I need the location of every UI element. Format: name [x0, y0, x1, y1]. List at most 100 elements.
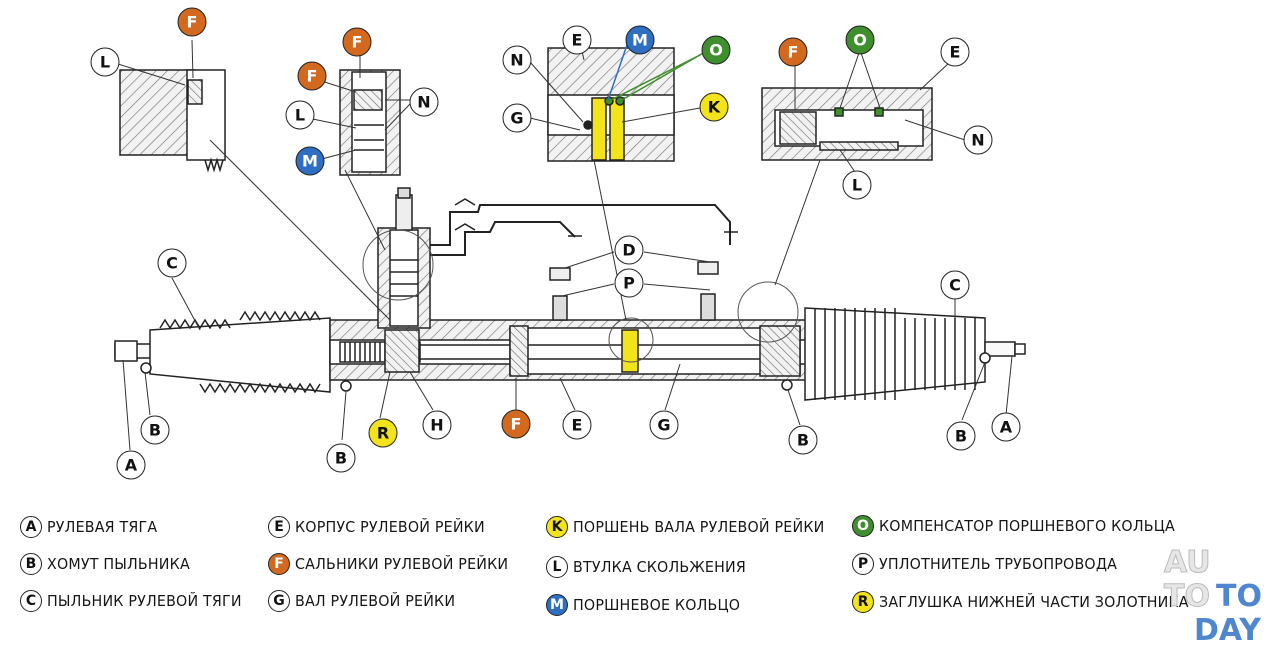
legend-text-k: ПОРШЕНЬ ВАЛА РУЛЕВОЙ РЕЙКИ: [573, 518, 825, 536]
svg-text:C: C: [166, 254, 178, 273]
legend-item-e: E КОРПУС РУЛЕВОЙ РЕЙКИ: [268, 515, 501, 539]
svg-text:E: E: [572, 31, 583, 50]
callout-e: E: [562, 410, 592, 440]
callout-c: C: [940, 270, 970, 300]
svg-text:L: L: [100, 53, 110, 72]
legend-badge-f: F: [268, 553, 290, 575]
legend-badge-o: O: [852, 515, 874, 537]
legend-item-r: R ЗАГЛУШКА НИЖНЕЙ ЧАСТИ ЗОЛОТНИКА: [852, 590, 1216, 614]
legend-text-f: САЛЬНИКИ РУЛЕВОЙ РЕЙКИ: [295, 555, 509, 573]
svg-text:D: D: [622, 241, 635, 260]
inset-detail-2: [339, 69, 401, 176]
callout-l: L: [842, 170, 872, 200]
svg-text:F: F: [511, 415, 522, 434]
callout-a: A: [116, 450, 146, 480]
legend-badge-e: E: [268, 516, 290, 538]
callout-o: O: [845, 25, 875, 55]
callout-n: N: [963, 125, 993, 155]
watermark-to-blue: TO: [1216, 579, 1262, 614]
callout-c: C: [157, 248, 187, 278]
svg-text:P: P: [623, 274, 635, 293]
legend-item-k: K ПОРШЕНЬ ВАЛА РУЛЕВОЙ РЕЙКИ: [546, 515, 846, 539]
callout-f: F: [778, 37, 808, 67]
legend-badge-k: K: [546, 516, 568, 538]
svg-text:G: G: [510, 109, 523, 128]
svg-text:N: N: [971, 131, 984, 150]
main-rack-assembly: [114, 187, 1026, 401]
legend-badge-r: R: [852, 591, 874, 613]
legend-item-m: M ПОРШНЕВОЕ КОЛЬЦО: [546, 593, 755, 617]
inset-detail-4: [761, 87, 933, 161]
watermark-day: DAY: [1194, 613, 1261, 648]
watermark-to: TO: [1164, 579, 1211, 614]
legend-text-p: УПЛОТНИТЕЛЬ ТРУБОПРОВОДА: [879, 555, 1118, 573]
callout-k: K: [699, 92, 729, 122]
legend-text-a: РУЛЕВАЯ ТЯГА: [47, 518, 158, 536]
callout-p: P: [614, 268, 644, 298]
svg-text:F: F: [788, 43, 799, 62]
svg-text:F: F: [187, 13, 198, 32]
svg-text:F: F: [352, 33, 363, 52]
legend-text-r: ЗАГЛУШКА НИЖНЕЙ ЧАСТИ ЗОЛОТНИКА: [879, 593, 1189, 611]
svg-text:N: N: [417, 93, 430, 112]
steering-rack-diagram: F L F F L N M N E M O G K F O E N L D P …: [90, 7, 1026, 480]
legend-text-o: КОМПЕНСАТОР ПОРШНЕВОГО КОЛЬЦА: [879, 517, 1175, 535]
legend-badge-c: C: [20, 590, 42, 612]
svg-text:G: G: [657, 416, 670, 435]
legend-text-m: ПОРШНЕВОЕ КОЛЬЦО: [573, 596, 741, 614]
rack-piston: [621, 329, 639, 373]
legend-text-e: КОРПУС РУЛЕВОЙ РЕЙКИ: [295, 518, 485, 536]
legend-text-c: ПЫЛЬНИК РУЛЕВОЙ ТЯГИ: [47, 592, 242, 610]
right-tie-rod: [984, 341, 1016, 357]
svg-text:A: A: [1000, 418, 1013, 437]
callout-a: A: [991, 412, 1021, 442]
svg-text:B: B: [955, 427, 967, 446]
watermark-au: AU: [1164, 545, 1212, 580]
legend-item-g: G ВАЛ РУЛЕВОЙ РЕЙКИ: [268, 589, 469, 613]
legend-item-f: F САЛЬНИКИ РУЛЕВОЙ РЕЙКИ: [268, 552, 527, 576]
autotoday-watermark: AU TO TO DAY: [1164, 545, 1274, 648]
svg-text:E: E: [572, 416, 583, 435]
legend-item-p: P УПЛОТНИТЕЛЬ ТРУБОПРОВОДА: [852, 552, 1138, 576]
legend-item-c: C ПЫЛЬНИК РУЛЕВОЙ ТЯГИ: [20, 589, 259, 613]
callout-e: E: [562, 25, 592, 55]
svg-text:M: M: [632, 31, 648, 50]
legend-badge-b: B: [20, 553, 42, 575]
legend-badge-p: P: [852, 553, 874, 575]
callout-f: F: [177, 7, 207, 37]
callout-l: L: [90, 47, 120, 77]
inset-detail-1: [119, 69, 226, 173]
legend-item-l: L ВТУЛКА СКОЛЬЖЕНИЯ: [546, 555, 761, 579]
legend-badge-a: A: [20, 516, 42, 538]
legend-badge-m: M: [546, 594, 568, 616]
callout-f: F: [501, 409, 531, 439]
svg-text:L: L: [295, 106, 305, 125]
callout-m: M: [625, 25, 655, 55]
legend-item-o: O КОМПЕНСАТОР ПОРШНЕВОГО КОЛЬЦА: [852, 514, 1201, 538]
svg-text:O: O: [853, 31, 867, 50]
callout-b: B: [140, 415, 170, 445]
legend-text-g: ВАЛ РУЛЕВОЙ РЕЙКИ: [295, 592, 456, 610]
callout-g: G: [649, 410, 679, 440]
svg-text:F: F: [307, 67, 318, 86]
svg-text:A: A: [125, 456, 138, 475]
legend-badge-g: G: [268, 590, 290, 612]
callout-n: N: [409, 87, 439, 117]
svg-text:H: H: [430, 416, 443, 435]
svg-text:C: C: [949, 276, 961, 295]
svg-text:E: E: [950, 43, 961, 62]
svg-text:B: B: [797, 431, 809, 450]
legend-text-b: ХОМУТ ПЫЛЬНИКА: [47, 555, 190, 573]
svg-text:N: N: [510, 51, 523, 70]
svg-text:O: O: [709, 41, 723, 60]
callout-m: M: [295, 146, 325, 176]
callout-o: O: [701, 35, 731, 65]
svg-text:L: L: [852, 176, 862, 195]
legend-item-b: B ХОМУТ ПЫЛЬНИКА: [20, 552, 202, 576]
callout-n: N: [502, 45, 532, 75]
callout-r: R: [368, 418, 398, 448]
svg-text:B: B: [335, 449, 347, 468]
svg-text:B: B: [149, 421, 161, 440]
callout-f: F: [297, 61, 327, 91]
callout-d: D: [614, 235, 644, 265]
